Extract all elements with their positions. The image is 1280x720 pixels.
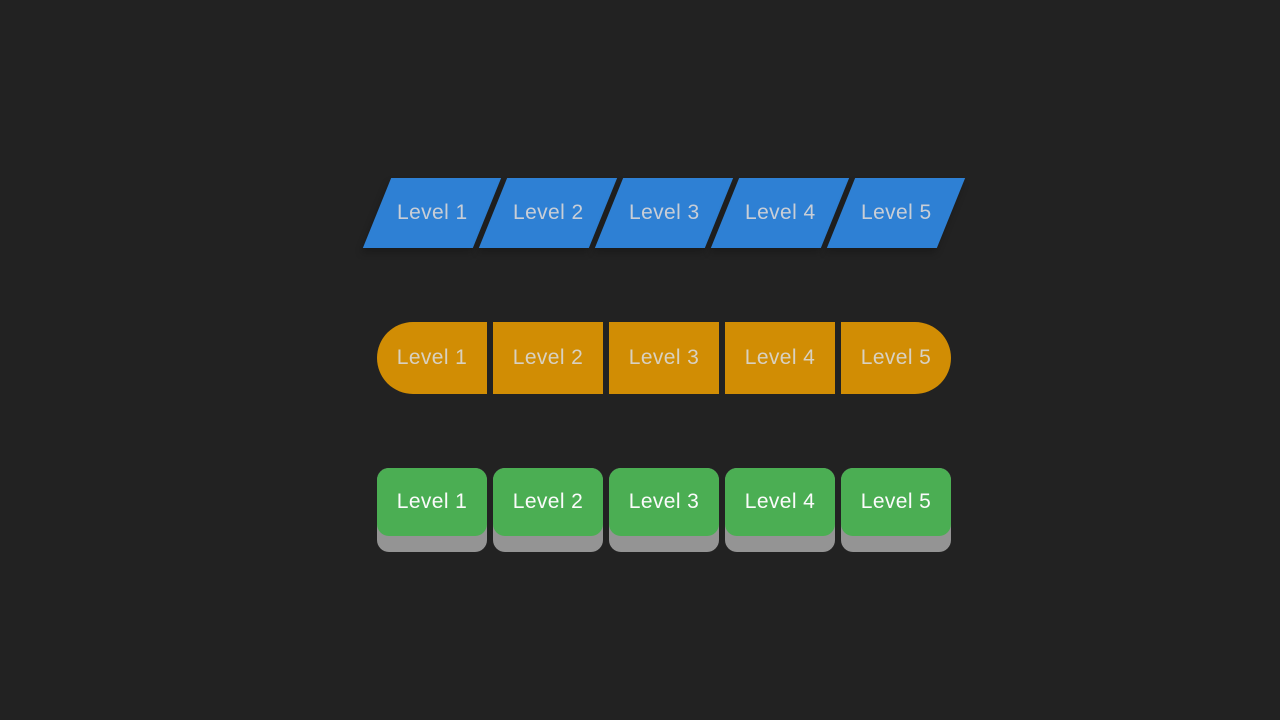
level-3-label: Level 3 <box>628 490 700 513</box>
level-3-label: Level 3 <box>628 201 700 224</box>
level-4-button[interactable]: Level 4 <box>725 322 835 394</box>
level-5-button[interactable]: Level 5 <box>826 178 966 248</box>
level-5-button[interactable]: Level 5 <box>841 322 951 394</box>
level-5-button-face: Level 5 <box>841 468 951 536</box>
level-row-keycap: Level 1 Level 2 Level 3 Level 4 Level 5 <box>377 468 951 552</box>
level-2-button-face: Level 2 <box>493 468 603 536</box>
level-2-label: Level 2 <box>512 490 584 513</box>
level-4-label: Level 4 <box>744 346 816 369</box>
level-4-label: Level 4 <box>744 201 816 224</box>
level-5-label: Level 5 <box>860 346 932 369</box>
level-4-button-face: Level 4 <box>725 468 835 536</box>
level-3-button[interactable]: Level 3 <box>609 468 719 552</box>
level-1-button[interactable]: Level 1 <box>377 468 487 552</box>
level-row-parallelogram: Level 1 Level 2 Level 3 Level 4 Level 5 <box>362 178 966 248</box>
level-2-button[interactable]: Level 2 <box>478 178 618 248</box>
level-5-label: Level 5 <box>860 201 932 224</box>
level-3-button[interactable]: Level 3 <box>609 322 719 394</box>
level-4-button[interactable]: Level 4 <box>725 468 835 552</box>
level-4-label: Level 4 <box>744 490 816 513</box>
level-2-label: Level 2 <box>512 346 584 369</box>
level-4-button[interactable]: Level 4 <box>710 178 850 248</box>
level-2-button[interactable]: Level 2 <box>493 468 603 552</box>
level-1-label: Level 1 <box>396 201 468 224</box>
level-2-button[interactable]: Level 2 <box>493 322 603 394</box>
level-1-button-face: Level 1 <box>377 468 487 536</box>
level-5-button[interactable]: Level 5 <box>841 468 951 552</box>
level-3-label: Level 3 <box>628 346 700 369</box>
level-2-label: Level 2 <box>512 201 584 224</box>
level-1-button[interactable]: Level 1 <box>377 322 487 394</box>
level-1-label: Level 1 <box>396 346 468 369</box>
level-1-button[interactable]: Level 1 <box>362 178 502 248</box>
level-5-label: Level 5 <box>860 490 932 513</box>
level-1-label: Level 1 <box>396 490 468 513</box>
level-row-pill: Level 1 Level 2 Level 3 Level 4 Level 5 <box>377 322 951 394</box>
level-3-button-face: Level 3 <box>609 468 719 536</box>
level-3-button[interactable]: Level 3 <box>594 178 734 248</box>
